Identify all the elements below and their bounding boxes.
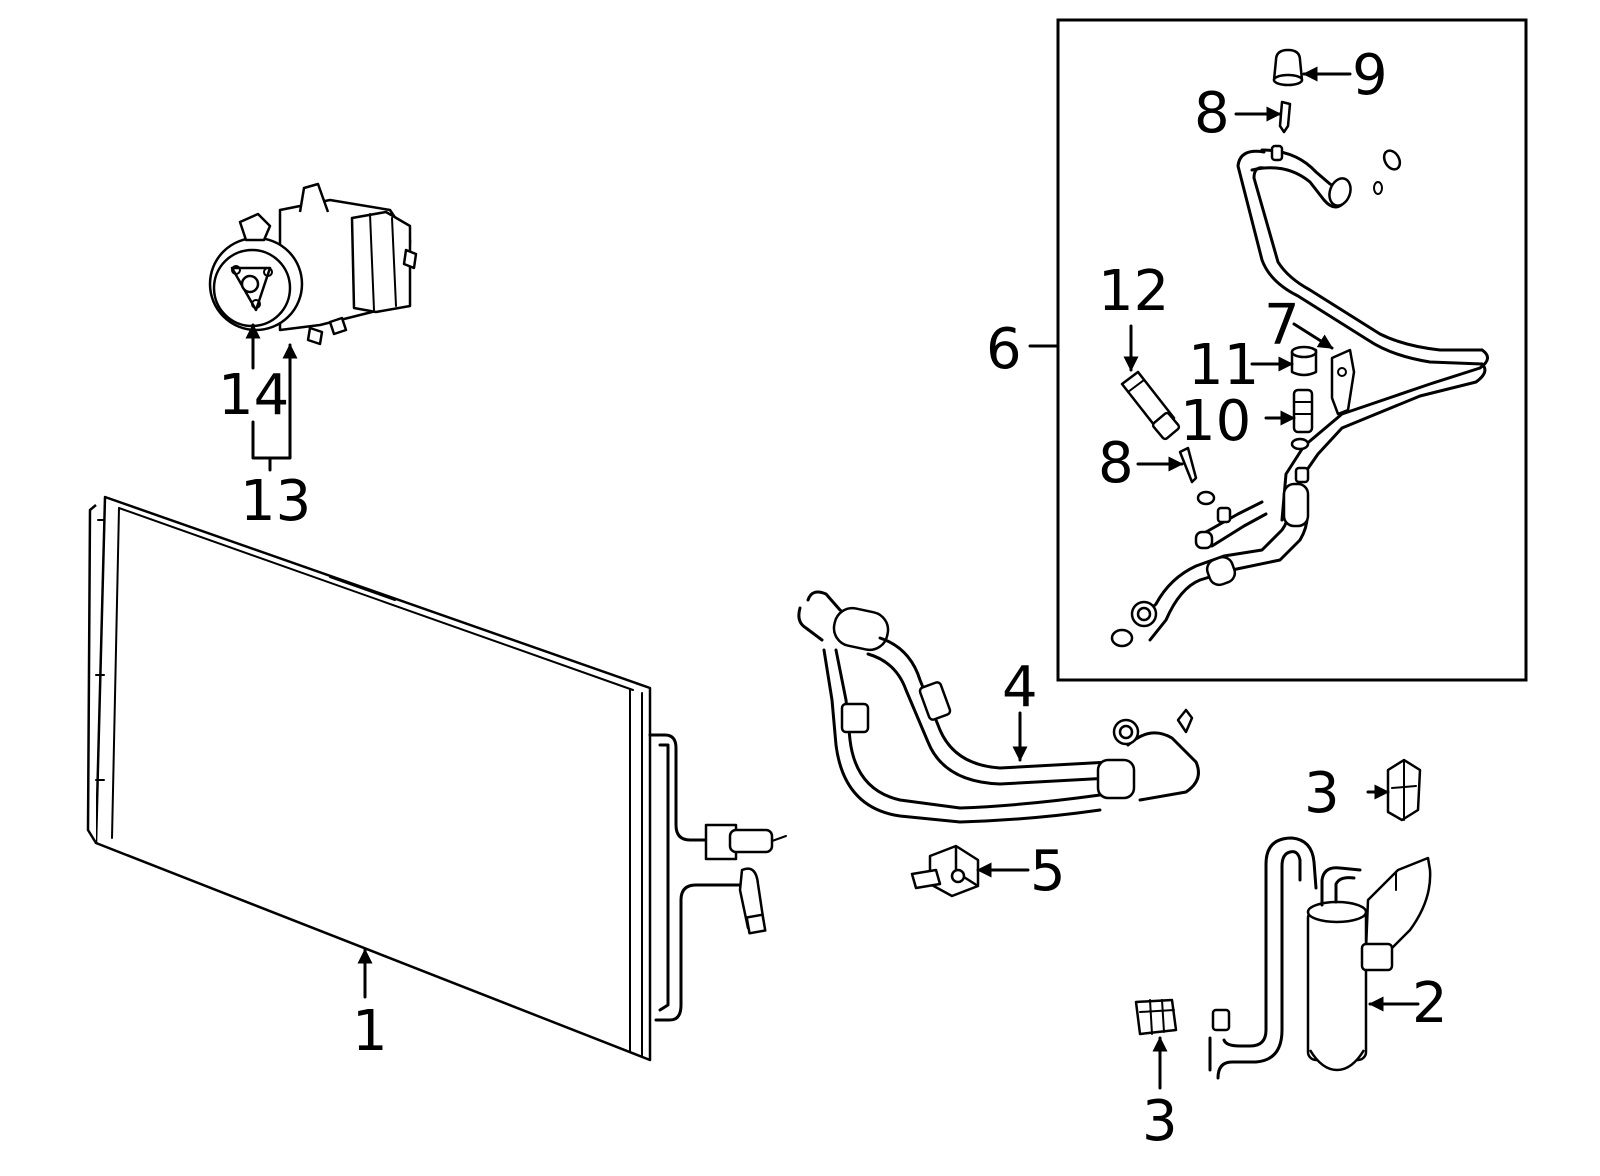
callout-9: 9: [1352, 43, 1388, 108]
callout-12: 12: [1098, 259, 1169, 324]
ac-compressor: [208, 182, 418, 346]
callout-3-lower: 3: [1142, 1089, 1178, 1154]
bracket-clip: [910, 844, 980, 898]
callout-7: 7: [1264, 293, 1300, 358]
callout-10: 10: [1180, 389, 1251, 454]
callout-14: 14: [218, 363, 289, 428]
callout-2: 2: [1412, 971, 1448, 1036]
receiver-drier: [1208, 836, 1432, 1080]
callout-11: 11: [1188, 333, 1259, 398]
callout-labels: 1 2 3 3 4 5 6 7 8 8 9 10 11 12 13 14: [218, 43, 1448, 1154]
clamp-upper: [1386, 758, 1422, 822]
condenser: [86, 495, 787, 1062]
callout-6: 6: [986, 317, 1022, 382]
hose-assembly: [797, 590, 1200, 824]
callout-1: 1: [352, 999, 388, 1064]
callout-8-upper: 8: [1194, 81, 1230, 146]
callout-13: 13: [240, 469, 311, 534]
inset-switch-12: [1120, 370, 1181, 441]
callout-4: 4: [1002, 655, 1038, 720]
callout-5: 5: [1030, 839, 1066, 904]
inset-bracket-7: [1330, 348, 1356, 416]
callout-3-upper: 3: [1304, 761, 1340, 826]
inset-valve-core-8-top: [1278, 100, 1292, 134]
inset-valve-core-8-mid: [1178, 446, 1198, 484]
clamp-lower: [1134, 998, 1178, 1036]
leaders: [245, 66, 1420, 1090]
callout-8-lower: 8: [1098, 431, 1134, 496]
inset-cap-11: [1290, 345, 1318, 377]
inset-cap-9: [1272, 48, 1304, 87]
inset-line-assembly: [1110, 144, 1489, 648]
inset-box: [1056, 18, 1528, 682]
inset-valve-10: [1292, 388, 1314, 434]
